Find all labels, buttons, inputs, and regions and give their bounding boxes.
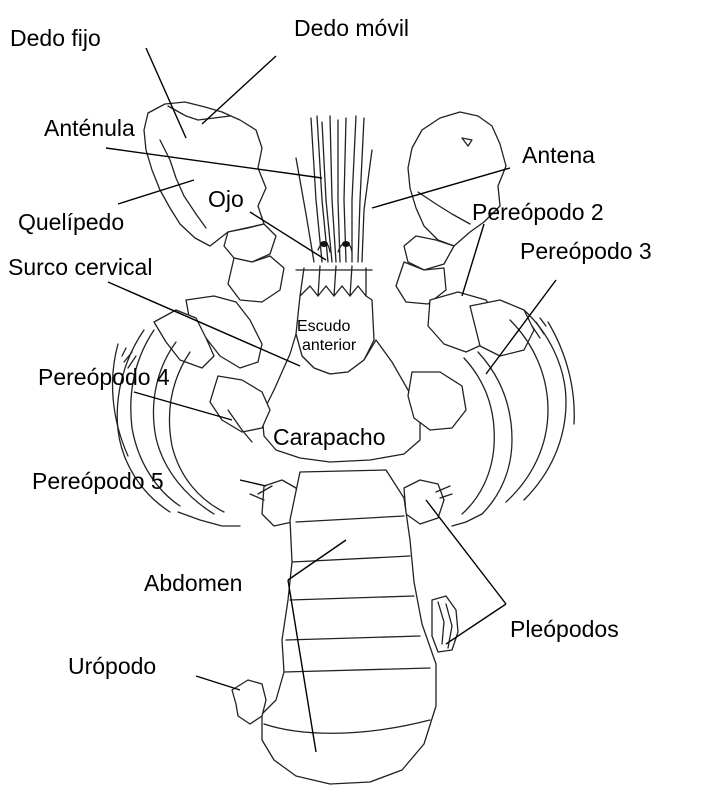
label-ojo: Ojo — [208, 186, 244, 212]
leader-pereopodo-5 — [240, 480, 266, 486]
label-quelipedo: Quelípedo — [18, 209, 124, 235]
label-carapacho: Carapacho — [273, 424, 386, 450]
leader-dedo-movil — [202, 56, 276, 124]
label-dedo-movil: Dedo móvil — [294, 15, 409, 41]
label-pereopodo-3: Pereópodo 3 — [520, 238, 652, 264]
leader-pleopodos-a — [426, 500, 506, 604]
label-surco-cervical: Surco cervical — [8, 254, 152, 280]
label-pereopodo-5: Pereópodo 5 — [32, 468, 164, 494]
leader-uropodo — [196, 676, 240, 690]
uropod — [232, 680, 266, 724]
label-escudo: Escudo — [297, 318, 350, 335]
label-anterior: anterior — [302, 337, 357, 354]
label-pereopodo-4: Pereópodo 4 — [38, 364, 170, 390]
label-abdomen: Abdomen — [144, 570, 242, 596]
label-pleopodos: Pleópodos — [510, 616, 619, 642]
label-antenula: Anténula — [44, 115, 135, 141]
antennae — [296, 116, 372, 262]
label-antena: Antena — [522, 142, 595, 168]
label-uropodo: Urópodo — [68, 653, 156, 679]
label-pereopodo-2: Pereópodo 2 — [472, 199, 604, 225]
label-dedo-fijo: Dedo fijo — [10, 25, 101, 51]
